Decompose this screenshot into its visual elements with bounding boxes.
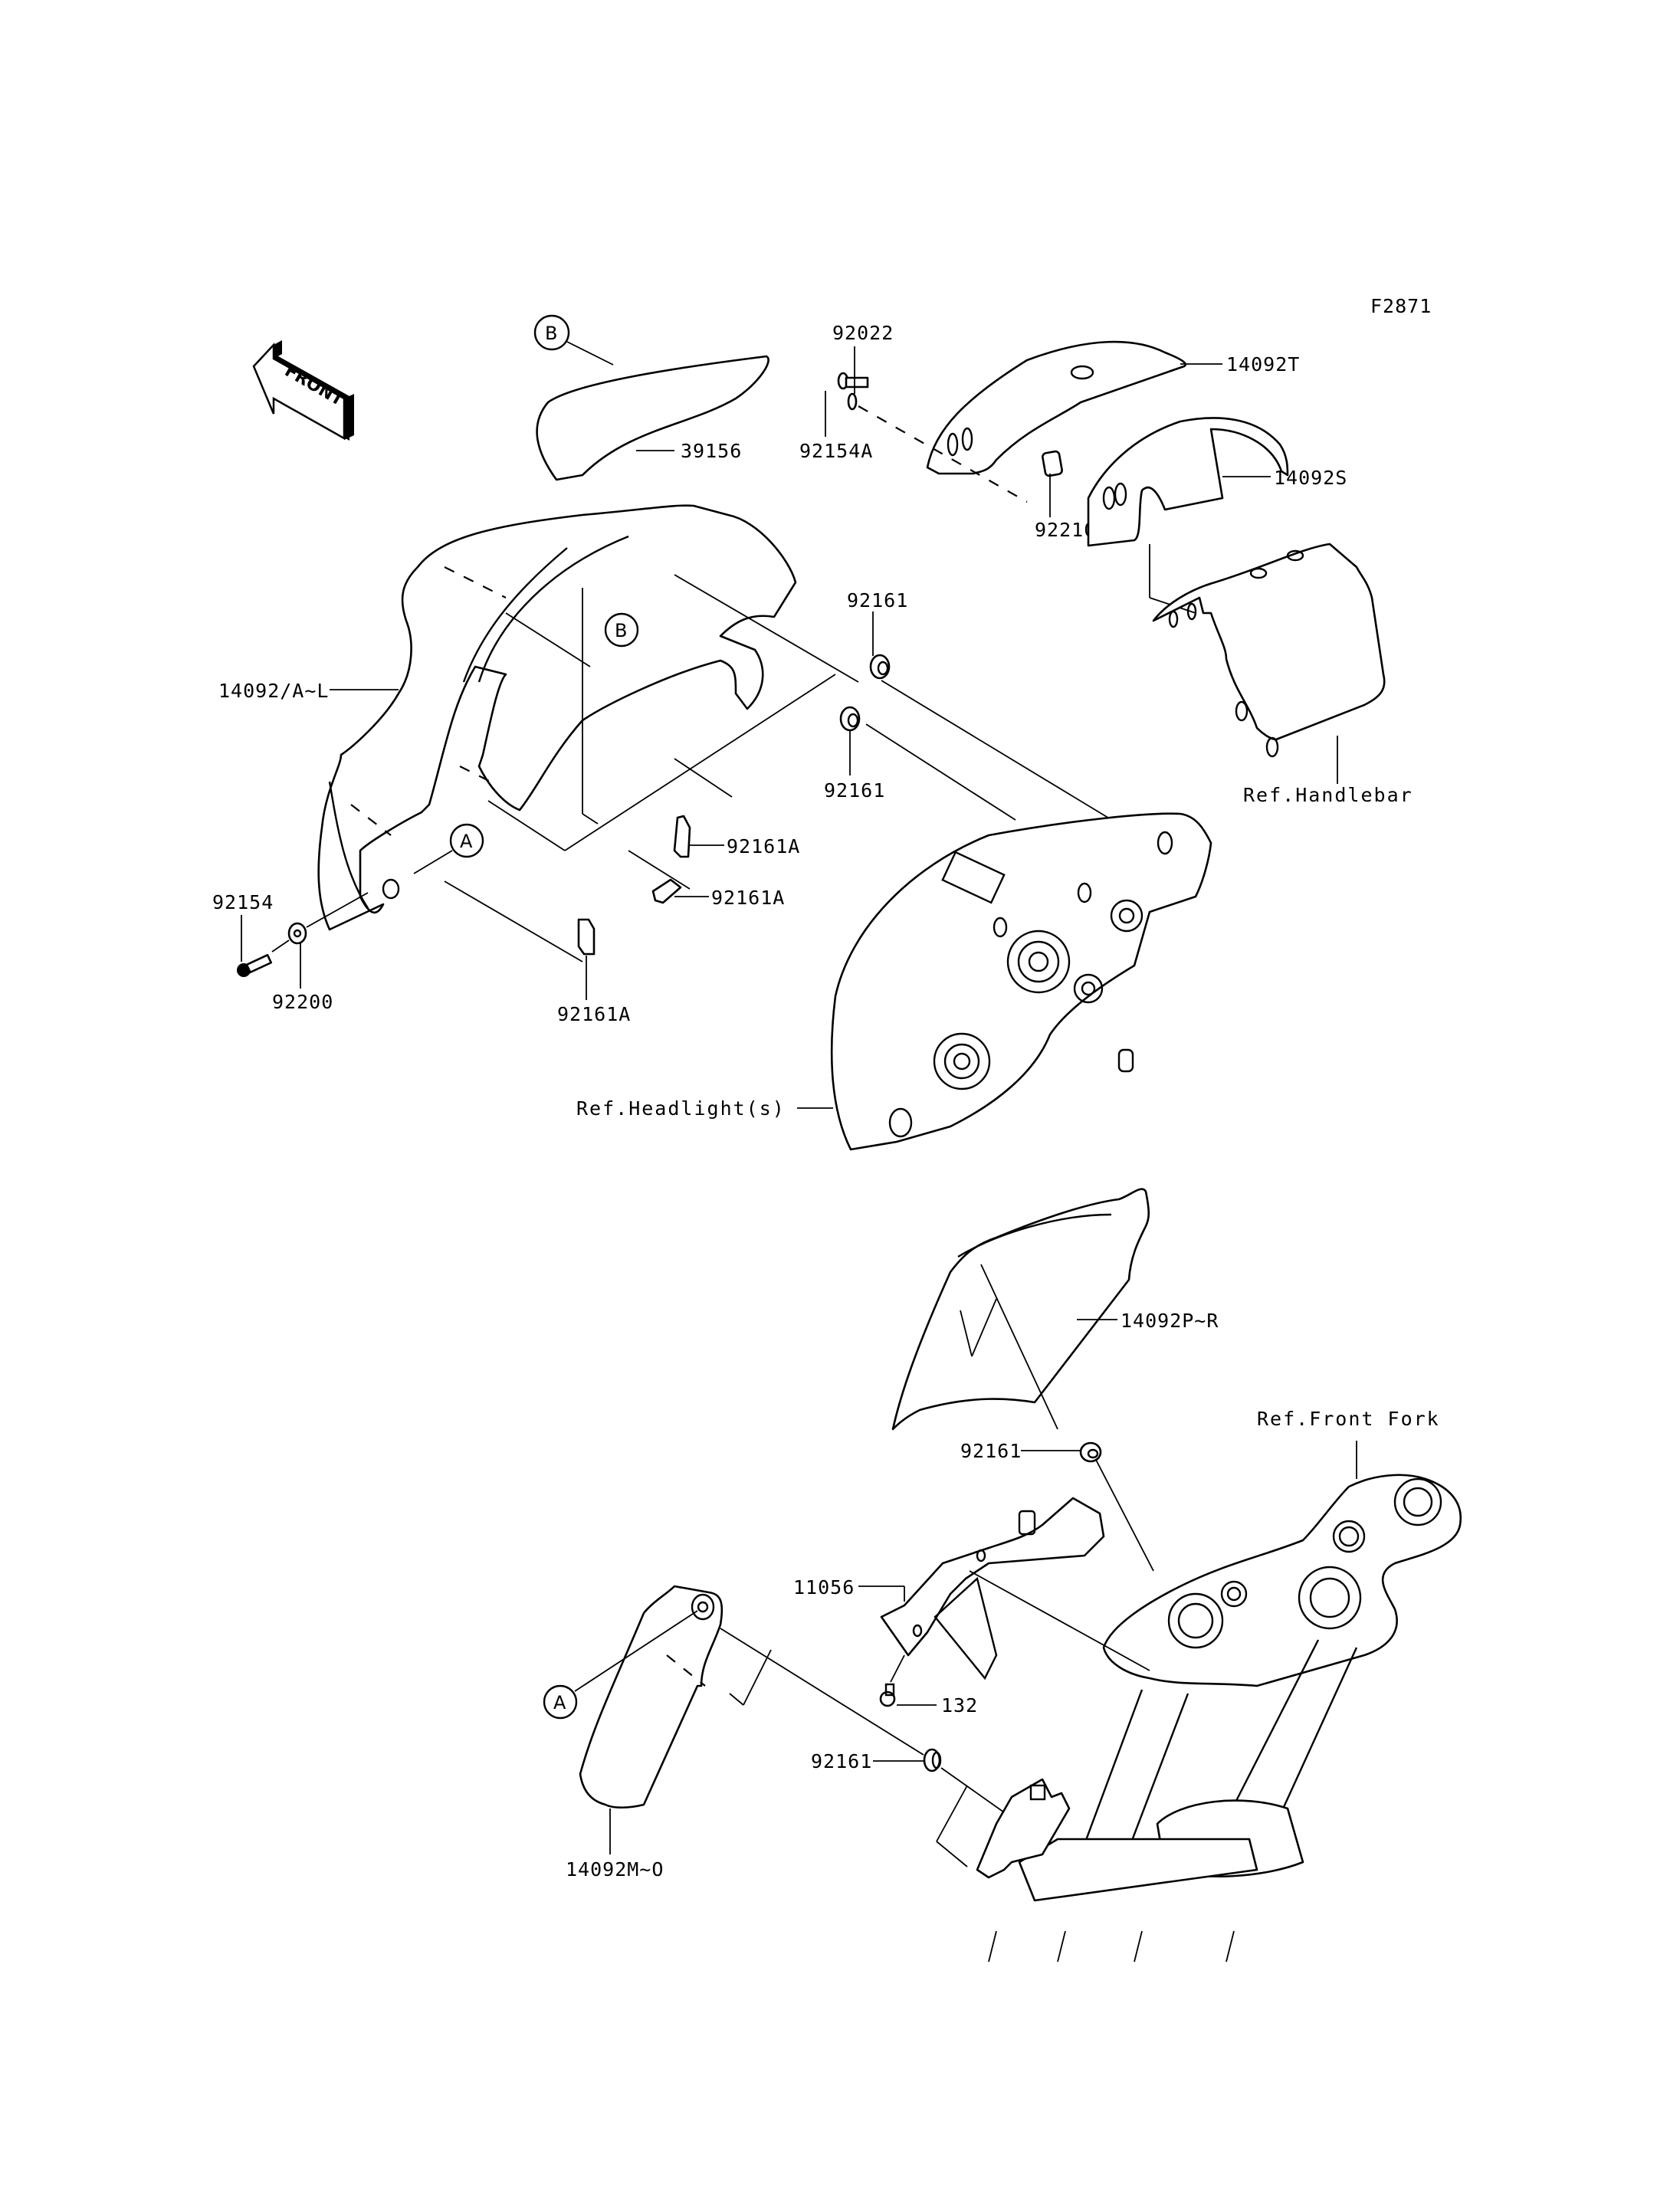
part-92200-washer <box>271 892 369 989</box>
front-direction-arrow-icon: FRONT <box>252 340 354 441</box>
part-label-92210: 92210 <box>1035 519 1096 541</box>
part-label-14092S: 14092S <box>1274 467 1347 489</box>
figure-id: F2871 <box>1370 295 1432 317</box>
part-label-92161-fork: 92161 <box>960 1440 1022 1462</box>
callout-b-circle <box>533 314 570 351</box>
part-92022-washer <box>847 346 1028 503</box>
part-39156-drawing: B <box>533 314 769 481</box>
part-92161-fork-grommet <box>1021 1441 1154 1572</box>
callout-a-label-lower: A <box>553 1692 566 1713</box>
part-92161A-middle-pad <box>651 878 709 904</box>
callout-a-label-cowl: A <box>460 831 473 852</box>
ref-handlebar: Ref.Handlebar <box>1243 784 1413 806</box>
part-label-132: 132 <box>941 1694 978 1717</box>
part-label-92161A-middle: 92161A <box>711 887 785 909</box>
part-label-14092-A-L: 14092/A~L <box>218 680 329 702</box>
part-92154-bolt <box>237 915 273 977</box>
part-14092M-O-drawing <box>579 1585 924 1854</box>
part-label-92200: 92200 <box>272 991 333 1013</box>
callout-a-circle-lower <box>543 1684 578 1720</box>
part-11056-bracket <box>858 1497 1150 1681</box>
callout-b-circle-cowl <box>604 612 639 648</box>
part-label-92161-upper: 92161 <box>847 589 908 612</box>
part-label-92154: 92154 <box>212 891 274 913</box>
part-label-92161-lower: 92161 <box>811 1750 872 1772</box>
ref-headlight: Ref.Headlight(s) <box>576 1097 786 1120</box>
callout-b-label-cowl: B <box>615 620 627 641</box>
part-132-screw <box>879 1654 937 1707</box>
part-label-92161A-upper: 92161A <box>727 835 800 857</box>
part-92161-middle-grommet <box>839 706 861 776</box>
ref-front-fork: Ref.Front Fork <box>1257 1408 1440 1430</box>
part-label-92022: 92022 <box>832 322 894 344</box>
part-14092T-drawing <box>926 340 1222 475</box>
part-92161A-lower-pad <box>577 918 596 1000</box>
part-label-92154A: 92154A <box>799 440 873 462</box>
part-92210-collar <box>1042 450 1063 517</box>
part-label-14092P-R: 14092P~R <box>1121 1310 1219 1332</box>
assembly-guide-lines <box>444 574 1173 962</box>
part-label-14092M-O: 14092M~O <box>566 1858 664 1881</box>
part-14092-A-L-drawing <box>317 504 797 931</box>
front-fork-drawing <box>988 1441 1462 1963</box>
part-label-14092T: 14092T <box>1226 353 1300 375</box>
headlight-drawing <box>797 812 1212 1151</box>
part-label-92161-middle: 92161 <box>824 779 885 802</box>
part-92161A-upper-pad <box>673 815 724 858</box>
part-label-11056: 11056 <box>793 1576 855 1599</box>
part-14092P-R-drawing <box>891 1188 1150 1431</box>
callout-b-label: B <box>545 323 557 344</box>
handlebar-bracket-drawing <box>1149 543 1386 784</box>
part-92154A-bolt <box>825 372 869 437</box>
part-92161-lower-grommet <box>873 1748 1005 1813</box>
part-label-39156: 39156 <box>681 440 742 462</box>
lower-mounting-bracket-drawing <box>936 1778 1071 1879</box>
part-14092S-drawing <box>1087 417 1289 547</box>
part-label-92161A-lower: 92161A <box>557 1003 631 1025</box>
part-92161-upper-grommet <box>869 612 891 680</box>
callout-a-circle-cowl <box>449 823 484 858</box>
